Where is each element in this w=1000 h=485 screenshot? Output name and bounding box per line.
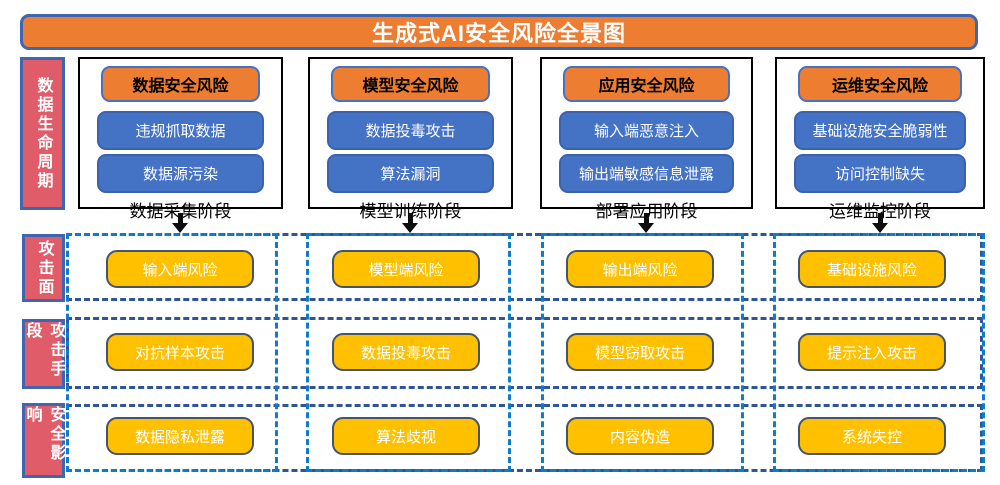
side-label-security-impact: 安全影响 xyxy=(22,403,65,478)
phase-column-model-training: 模型安全风险 数据投毒攻击 算法漏洞 模型训练阶段 xyxy=(308,57,513,221)
cell-data-privacy-leak: 数据隐私泄露 xyxy=(106,417,254,455)
phase-label: 部署应用阶段 xyxy=(595,202,698,221)
side-label-data-lifecycle: 数据生命周期 xyxy=(20,57,65,210)
side-label-attack-surface: 攻击面 xyxy=(22,234,65,302)
cell-content-forgery: 内容伪造 xyxy=(566,417,714,455)
cell-model-theft-attack: 模型窃取攻击 xyxy=(566,333,714,371)
cell-output-side-risk: 输出端风险 xyxy=(566,250,714,288)
risk-category-header: 应用安全风险 xyxy=(563,66,730,102)
dashed-column-4 xyxy=(773,233,985,472)
risk-item: 数据投毒攻击 xyxy=(327,111,494,150)
dashed-column-3 xyxy=(541,233,744,472)
cell-input-side-risk: 输入端风险 xyxy=(106,250,254,288)
cell-prompt-injection-attack: 提示注入攻击 xyxy=(798,333,946,371)
risk-item: 访问控制缺失 xyxy=(794,154,966,193)
dashed-column-2 xyxy=(306,233,511,472)
down-arrow-icon xyxy=(172,213,188,233)
cell-adversarial-sample-attack: 对抗样本攻击 xyxy=(106,333,254,371)
diagram-title-banner: 生成式AI安全风险全景图 xyxy=(20,14,978,50)
risk-category-header: 数据安全风险 xyxy=(101,66,260,102)
down-arrow-icon xyxy=(638,213,654,233)
side-label-attack-methods: 攻击手段 xyxy=(22,319,65,389)
phase-column-deployment: 应用安全风险 输入端恶意注入 输出端敏感信息泄露 部署应用阶段 xyxy=(540,57,753,221)
risk-item: 数据源污染 xyxy=(97,154,264,193)
phase-column-data-collection: 数据安全风险 违规抓取数据 数据源污染 数据采集阶段 xyxy=(78,57,283,221)
down-arrow-icon xyxy=(872,213,888,233)
dashed-column-1 xyxy=(66,233,278,472)
cell-model-side-risk: 模型端风险 xyxy=(332,250,480,288)
risk-item: 基础设施安全脆弱性 xyxy=(794,111,966,150)
risk-item: 输出端敏感信息泄露 xyxy=(559,154,734,193)
risk-category-header: 运维安全风险 xyxy=(798,66,962,102)
phase-label: 运维监控阶段 xyxy=(829,202,931,221)
cell-data-poisoning-attack: 数据投毒攻击 xyxy=(332,333,480,371)
risk-item: 算法漏洞 xyxy=(327,154,494,193)
cell-algorithm-discrimination: 算法歧视 xyxy=(332,417,480,455)
risk-category-header: 模型安全风险 xyxy=(331,66,490,102)
diagram-title: 生成式AI安全风险全景图 xyxy=(371,21,626,46)
down-arrow-icon xyxy=(402,213,418,233)
phase-column-operations: 运维安全风险 基础设施安全脆弱性 访问控制缺失 运维监控阶段 xyxy=(775,57,985,221)
cell-infrastructure-risk: 基础设施风险 xyxy=(798,250,946,288)
phase-label: 数据采集阶段 xyxy=(129,202,232,221)
cell-system-out-of-control: 系统失控 xyxy=(798,417,946,455)
risk-item: 违规抓取数据 xyxy=(97,111,264,150)
risk-item: 输入端恶意注入 xyxy=(559,111,734,150)
phase-label: 模型训练阶段 xyxy=(359,202,462,221)
